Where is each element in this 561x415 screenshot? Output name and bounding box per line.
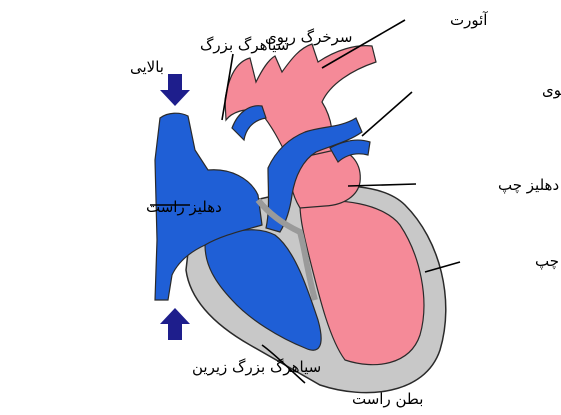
label-superior-vena-cava-2: بالایی: [130, 58, 164, 76]
label-right-ventricle: بطن راست: [352, 390, 423, 408]
leader-pulmonary-vein: [362, 92, 412, 136]
label-aorta: آئورت: [450, 11, 488, 29]
label-inferior-vena-cava: سیاهرگ بزرگ زیرین: [192, 358, 321, 376]
label-right-atrium: دهلیز راست: [146, 198, 222, 216]
flow-arrow-up-icon: [160, 308, 190, 340]
flow-arrow-down-icon: [160, 74, 190, 106]
label-left-atrium: دهلیز چپ: [498, 176, 559, 195]
label-pulmonary-vein: سیاهرگ ریوی: [542, 81, 561, 99]
label-pulmonary-artery: سرخرگ ریوی: [265, 28, 353, 46]
label-left-ventricle: بطن چپ: [535, 252, 561, 271]
